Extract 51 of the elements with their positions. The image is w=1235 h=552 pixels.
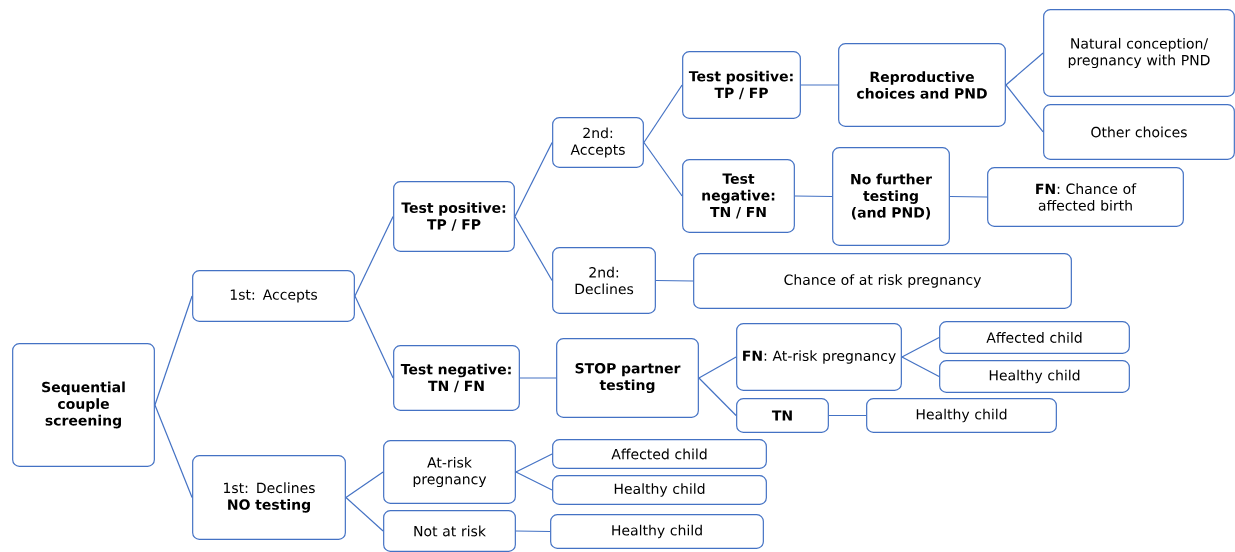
connector-line <box>1005 52 1044 86</box>
process-box: TN <box>736 398 829 433</box>
process-box: 1st: Accepts <box>192 270 355 322</box>
process-box: Affected child <box>939 321 1130 354</box>
connector-line <box>354 215 394 297</box>
connector-line <box>354 295 394 379</box>
connector-line <box>794 195 833 198</box>
connector-line <box>515 530 551 533</box>
process-box: FN: Chance of affected birth <box>987 167 1184 227</box>
connector-line <box>901 356 940 378</box>
connector-line <box>514 215 553 282</box>
connector-line <box>1005 84 1044 133</box>
process-box: Test negative: TN / FN <box>682 159 795 233</box>
process-box: Test positive: TP / FP <box>682 51 801 119</box>
process-box: 1st: Declines NO testing <box>192 455 346 540</box>
process-box: Natural conception/ pregnancy with PND <box>1043 9 1235 97</box>
connector-line <box>154 404 193 499</box>
process-box: Other choices <box>1043 104 1235 160</box>
connector-line <box>800 84 839 86</box>
process-box: No further testing (and PND) <box>832 147 950 246</box>
process-box: Test positive: TP / FP <box>393 181 515 252</box>
connector-line <box>698 377 737 417</box>
connector-line <box>345 471 384 499</box>
process-box: Not at risk <box>383 510 516 552</box>
process-box: Test negative: TN / FN <box>393 345 520 411</box>
connector-line <box>698 356 737 379</box>
process-box: Reproductive choices and PND <box>838 43 1006 127</box>
process-box: At-risk pregnancy <box>383 440 516 504</box>
connector-line <box>655 279 694 282</box>
connector-line <box>643 141 683 197</box>
process-box: Healthy child <box>552 475 767 505</box>
connector-line <box>515 453 553 473</box>
connector-line <box>643 84 683 144</box>
connector-line <box>154 295 193 406</box>
connector-line <box>828 414 867 417</box>
process-box: FN: At-risk pregnancy <box>736 323 902 391</box>
process-box: 2nd: Accepts <box>552 117 644 168</box>
process-box: 2nd: Declines <box>552 247 656 314</box>
process-box: STOP partner testing <box>556 338 699 418</box>
connector-line <box>949 195 988 198</box>
process-box: Healthy child <box>939 360 1130 393</box>
process-box: Sequential couple screening <box>12 343 155 467</box>
connector-line <box>519 377 557 379</box>
process-box: Chance of at risk pregnancy <box>693 253 1072 309</box>
process-box: Healthy child <box>550 514 764 549</box>
connector-line <box>514 141 553 218</box>
connector-line <box>345 496 384 532</box>
process-box: Healthy child <box>866 398 1057 433</box>
process-box: Affected child <box>552 439 767 469</box>
connector-line <box>901 336 940 358</box>
connector-line <box>515 471 553 491</box>
